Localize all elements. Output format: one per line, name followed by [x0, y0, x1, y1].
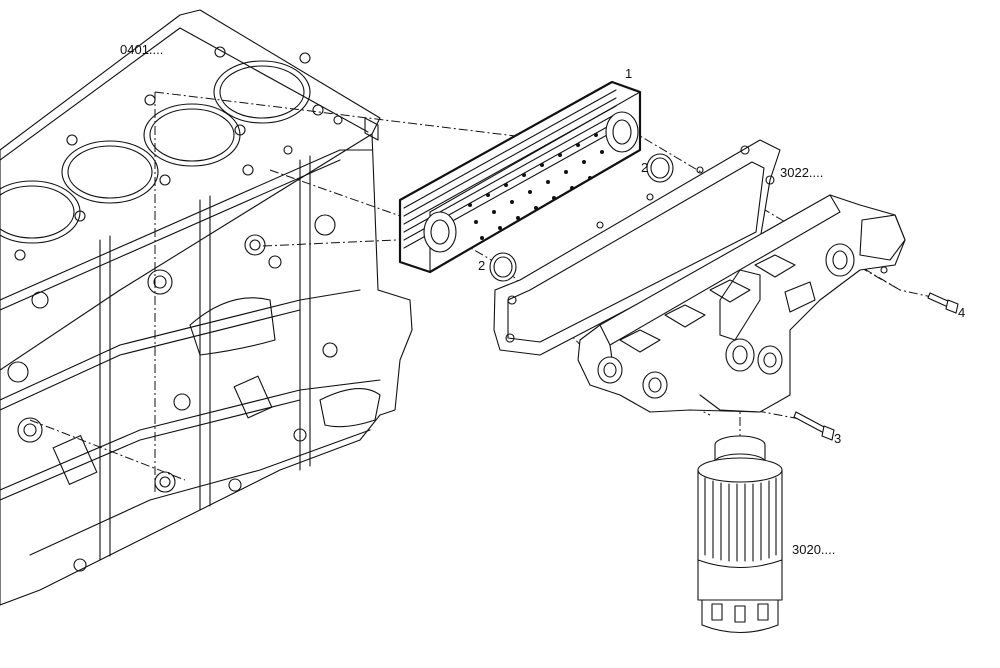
callout-bolt-long: 3: [834, 431, 841, 446]
seal-ring-lower: [489, 252, 517, 282]
callout-oil-filter: 3020....: [792, 542, 835, 557]
oil-filter: [697, 435, 783, 633]
callout-engine-block: 0401....: [120, 42, 163, 57]
seal-ring-upper: [646, 153, 674, 183]
callout-cooler-housing: 3022....: [780, 165, 823, 180]
bolt-short: [927, 292, 959, 314]
callout-labels: 0401.... 1 2 2 3022.... 3 4 3020....: [120, 42, 965, 557]
cooler-housing: [577, 194, 906, 413]
oil-cooler: [398, 80, 642, 274]
callout-seal-ring-upper: 2: [641, 160, 648, 175]
callout-bolt-short: 4: [958, 305, 965, 320]
bolt-long: [793, 411, 835, 441]
cooler-gasket: [493, 139, 781, 356]
callout-seal-ring-lower: 2: [478, 258, 485, 273]
callout-oil-cooler: 1: [625, 66, 632, 81]
engine-block: [0, 9, 413, 606]
